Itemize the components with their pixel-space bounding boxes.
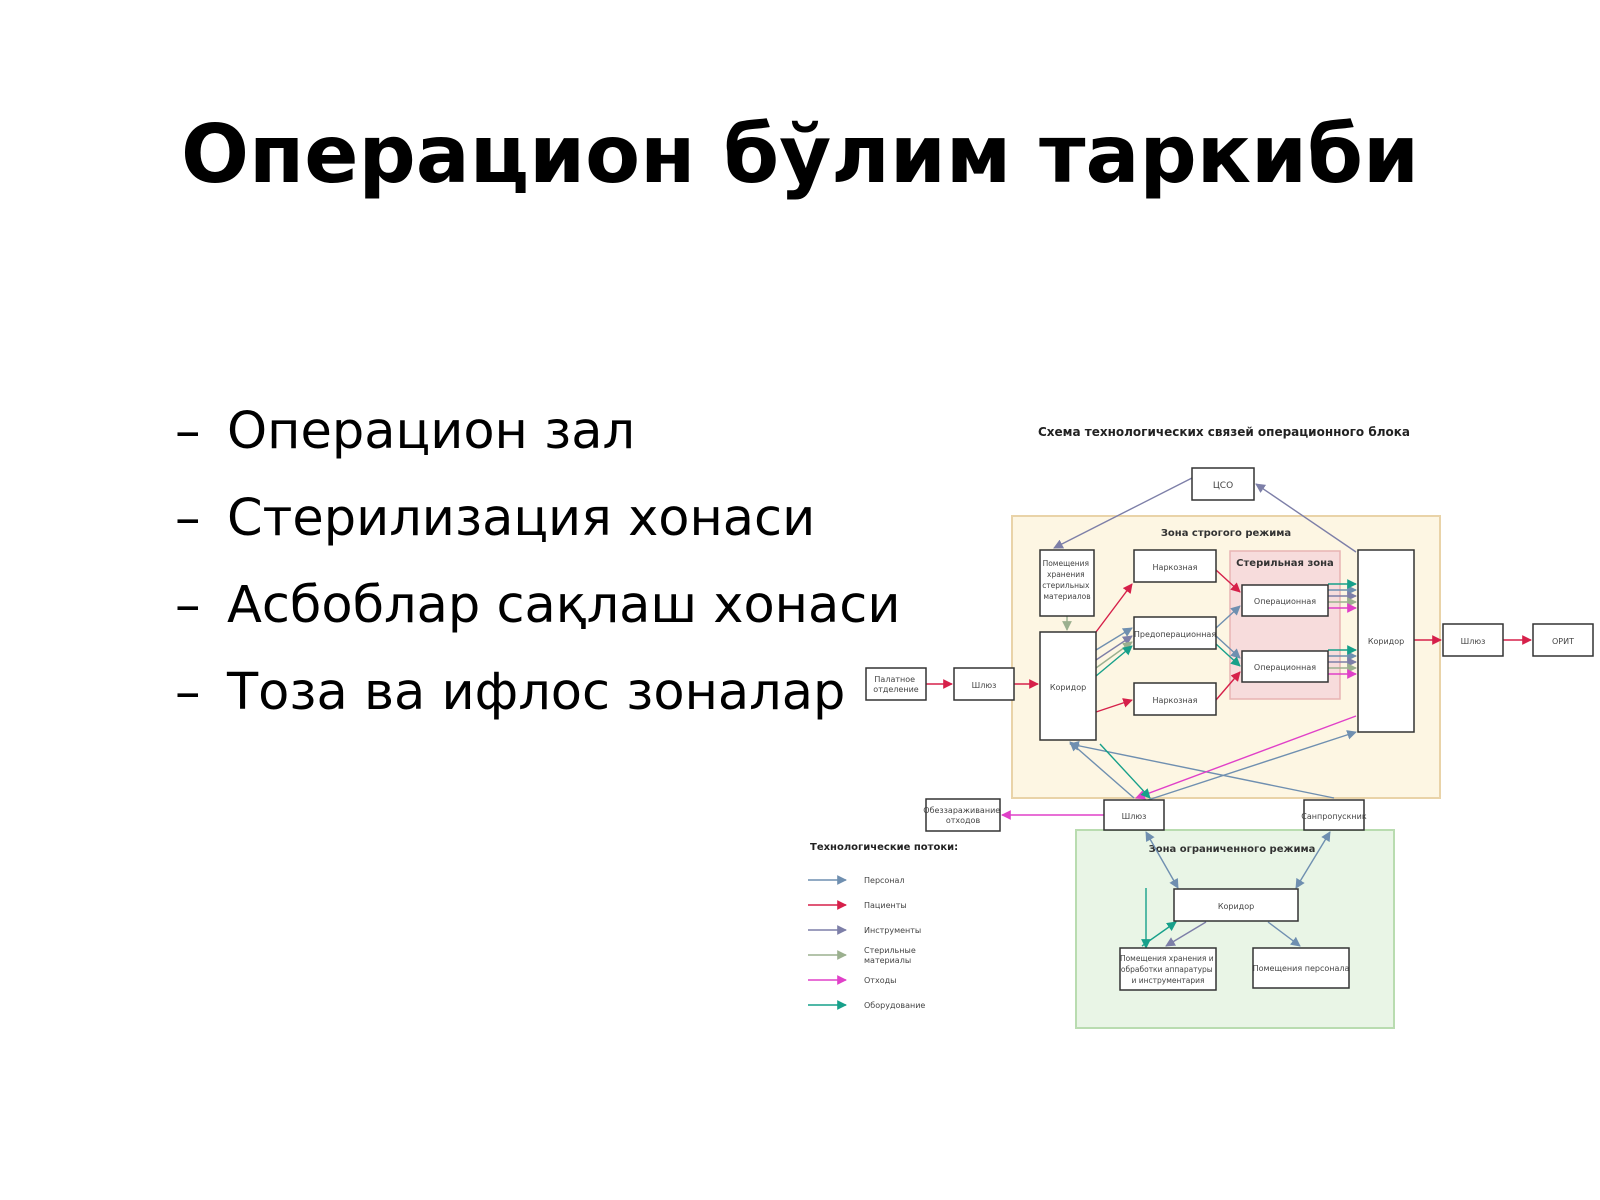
svg-text:Наркозная: Наркозная [1153,696,1198,705]
flow-arrow-equip [1215,643,1241,667]
svg-text:Операционная: Операционная [1254,663,1316,672]
zone-limited-area [1075,829,1395,1029]
flow-arrow-staff [1215,635,1241,659]
node-waste-disposal: Обеззараживание отходов [923,798,1002,832]
flow-arrow-instr [1165,921,1207,947]
node-cso: ЦСО [1191,467,1255,501]
legend-label: Пациенты [864,901,907,910]
svg-text:Коридор: Коридор [1368,637,1404,646]
bullet-text: Стерилизация хонаси [227,489,816,548]
svg-text:ОРИТ: ОРИТ [1552,637,1574,646]
flow-arrow-staff [1215,605,1241,629]
bullet-item: –Операцион зал [175,388,900,475]
svg-text:Помещения персонала: Помещения персонала [1253,964,1350,973]
node-operating-2: Операционная [1241,650,1329,683]
diagram-legend: Технологические потоки: ПерсоналПациенты… [808,842,958,1010]
svg-text:Шлюз: Шлюз [972,681,997,690]
svg-text:Помещения хранения и обр: Помещения хранения и обработки аппаратур… [1120,954,1216,985]
flow-arrow-patient [1215,671,1241,701]
flow-arrow-patient [1095,698,1133,713]
slide-title: Операцион бўлим таркиби [180,108,1419,201]
svg-text:Коридор: Коридор [1218,902,1254,911]
node-operating-1: Операционная [1241,584,1329,617]
node-equipment-storage: Помещения хранения и обработки аппаратур… [1119,947,1217,991]
flow-arrow-equip [1095,645,1133,677]
bullet-text: Асбоблар сақлаш хонаси [227,576,901,635]
flow-arrow-equip [1099,743,1151,799]
node-airlock-right: Шлюз [1442,623,1504,657]
zone-limited-label: Зона ограниченного режима [1149,844,1316,855]
node-corridor-right: Коридор [1357,549,1415,733]
svg-text:Операционная: Операционная [1254,597,1316,606]
zone-sterile-label: Стерильная зона [1236,558,1334,569]
flow-arrow-staff [1069,740,1335,799]
flow-arrow-instr [1255,483,1357,553]
node-storage-sterile: Помещения хранения стерильных материалов [1039,549,1095,617]
bullet-text: Операцион зал [227,402,636,461]
flow-arrow-patient [1215,569,1241,593]
node-staff-room: Помещения персонала [1252,947,1350,989]
legend-label: Персонал [864,876,905,885]
svg-text:Обеззараживание отходов: Обеззараживание отходов [923,806,1002,825]
flow-arrows [926,477,1532,949]
node-sanitary: Санпропускник [1301,799,1367,831]
svg-text:Коридор: Коридор [1050,683,1086,692]
legend-label: Инструменты [864,926,921,935]
node-preop: Предоперационная [1133,616,1217,650]
svg-text:Помещения хранения: Помещения хранения стерильных материалов [1042,559,1092,601]
bullet-marker: – [175,489,201,548]
legend-label: Отходы [864,976,896,985]
bullet-marker: – [175,576,201,635]
bullet-marker: – [175,402,201,461]
flow-arrow-waste [1135,715,1357,800]
flow-arrow-instr [1053,477,1193,549]
bullet-text: Тоза ва ифлос зоналар [227,663,846,722]
zone-strict-label: Зона строгого режима [1161,528,1291,539]
bullet-item: –Тоза ва ифлос зоналар [175,649,900,736]
node-airlock-bottom: Шлюз [1103,799,1165,831]
svg-text:Палатное отделение: Палатное отделение [873,675,918,694]
bullet-marker: – [175,663,201,722]
svg-text:ЦСО: ЦСО [1213,481,1233,491]
svg-text:Санпропускник: Санпропускник [1301,812,1367,821]
bullet-item: –Асбоблар сақлаш хонаси [175,562,900,649]
node-corridor-left: Коридор [1039,631,1097,741]
svg-text:Наркозная: Наркозная [1153,563,1198,572]
flow-arrow-instr [1095,635,1133,661]
node-narcosis-bottom: Наркозная [1133,682,1217,716]
svg-text:Шлюз: Шлюз [1122,812,1147,821]
svg-text:Шлюз: Шлюз [1461,637,1486,646]
node-narcosis-top: Наркозная [1133,549,1217,583]
svg-text:Предоперационная: Предоперационная [1134,630,1216,639]
node-ward-dept: Палатное отделение [865,667,927,701]
legend-label: Оборудование [864,1001,925,1010]
diagram-title: Схема технологических связей операционно… [1038,425,1410,439]
bullet-item: –Стерилизация хонаси [175,475,900,562]
flow-arrow-staff [1295,831,1331,889]
legend-title: Технологические потоки: [810,842,958,853]
node-corridor-limited: Коридор [1173,888,1299,922]
node-airlock-left: Шлюз [953,667,1015,701]
node-icu: ОРИТ [1532,623,1594,657]
flow-arrow-staff [1095,627,1133,651]
flow-arrow-staff [1267,921,1301,947]
flow-arrow-patient [1095,583,1133,633]
flow-arrow-staff [1069,741,1135,799]
flow-arrow-staff [1147,730,1357,801]
bullet-list: –Операцион зал –Стерилизация хонаси –Асб… [175,388,900,736]
flow-arrow-staff [1145,831,1179,889]
